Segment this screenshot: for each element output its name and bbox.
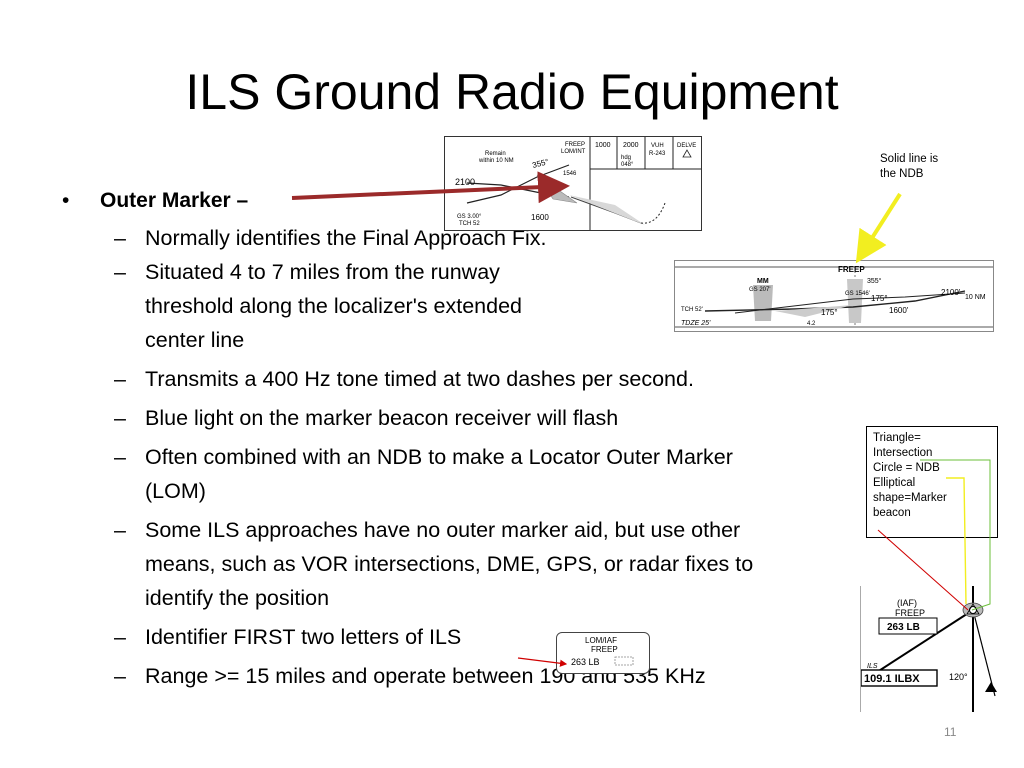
approach-chart-plan-view: Remain within 10 NM 355° 2100 1600 GS 3.…	[444, 136, 702, 231]
svg-text:2000: 2000	[623, 142, 639, 149]
svg-text:TDZE 25': TDZE 25'	[681, 320, 711, 327]
svg-text:109.1 ILBX: 109.1 ILBX	[864, 673, 920, 685]
lom-identifier-box: LOM/IAF FREEP 263 LB	[556, 632, 650, 674]
sub-bullet: –Often combined with an NDB to make a Lo…	[114, 445, 733, 503]
middle-marker-ellipse-icon	[753, 285, 773, 321]
legend-note: Triangle= Intersection Circle = NDB Elli…	[866, 426, 998, 538]
svg-text:FREEP: FREEP	[565, 142, 585, 148]
svg-text:MM: MM	[757, 278, 769, 285]
svg-text:1546: 1546	[563, 171, 577, 177]
arrow-icon	[985, 682, 997, 692]
svg-text:hdg: hdg	[621, 155, 631, 161]
approach-chart-profile-view: FREEP MM GS 207' GS 1546' 355° 175° 2100…	[674, 260, 994, 332]
sub-bullet: –Transmits a 400 Hz tone timed at two da…	[114, 367, 694, 391]
svg-text:4.2: 4.2	[807, 321, 816, 327]
svg-text:2100': 2100'	[941, 288, 961, 297]
svg-text:175°: 175°	[821, 308, 838, 317]
slide-title: ILS Ground Radio Equipment	[185, 64, 839, 120]
sub-bullet: –Range >= 15 miles and operate between 1…	[114, 664, 706, 688]
svg-text:120°: 120°	[949, 672, 968, 682]
svg-text:R-243: R-243	[649, 151, 666, 157]
sub-bullet: –Blue light on the marker beacon receive…	[114, 406, 619, 430]
lom-box-drawing: LOM/IAF FREEP 263 LB	[571, 636, 634, 667]
ndb-arrow	[855, 192, 902, 264]
svg-text:FREEP: FREEP	[838, 265, 865, 274]
page-number: 11	[944, 725, 957, 739]
svg-text:175°: 175°	[871, 294, 888, 303]
svg-text:GS 207': GS 207'	[749, 287, 771, 293]
ndb-note: Solid line is the NDB	[880, 153, 939, 180]
sub-bullet: –Some ILS approaches have no outer marke…	[114, 518, 754, 610]
bullet-list: • Outer Marker – –Normally identifies th…	[62, 186, 862, 693]
svg-text:1000: 1000	[595, 142, 611, 149]
approach-map-excerpt: (IAF) FREEP 263 LB ILS 109.1 ILBX 120°	[860, 586, 1005, 712]
map-drawing: (IAF) FREEP 263 LB ILS 109.1 ILBX 120°	[861, 586, 997, 712]
svg-text:FREEP: FREEP	[895, 608, 925, 618]
svg-text:2100: 2100	[455, 177, 475, 187]
svg-text:1600': 1600'	[889, 306, 909, 315]
svg-text:355°: 355°	[531, 157, 549, 170]
svg-text:TCH 52': TCH 52'	[681, 307, 703, 313]
outer-marker-ellipse-icon	[847, 279, 863, 323]
svg-text:GS 3.00°: GS 3.00°	[457, 214, 482, 220]
svg-text:VUH: VUH	[651, 143, 664, 149]
sub-bullet: –Identifier FIRST two letters of ILS	[114, 625, 462, 649]
svg-text:LOM/INT: LOM/INT	[561, 149, 586, 155]
svg-text:within 10 NM: within 10 NM	[478, 158, 514, 164]
svg-text:048°: 048°	[621, 162, 634, 168]
svg-text:ILS: ILS	[867, 663, 878, 670]
plan-view-drawing: Remain within 10 NM 355° 2100 1600 GS 3.…	[455, 137, 701, 230]
svg-text:263 LB: 263 LB	[887, 622, 920, 633]
bullet-outer-marker-label: Outer Marker –	[100, 189, 249, 212]
svg-text:263 LB: 263 LB	[571, 657, 600, 667]
bullet-dot: •	[62, 189, 70, 212]
svg-text:GS 1546': GS 1546'	[845, 291, 870, 297]
svg-text:DELVE: DELVE	[677, 143, 696, 149]
svg-text:FREEP: FREEP	[591, 645, 618, 654]
svg-text:LOM/IAF: LOM/IAF	[585, 636, 617, 645]
svg-text:Remain: Remain	[485, 151, 506, 157]
svg-text:355°: 355°	[867, 277, 882, 285]
svg-text:TCH 52: TCH 52	[459, 221, 480, 227]
bullet-outer-marker: • Outer Marker –	[62, 186, 862, 216]
svg-text:1600: 1600	[531, 213, 549, 222]
svg-text:10 NM: 10 NM	[965, 294, 986, 301]
profile-view-drawing: FREEP MM GS 207' GS 1546' 355° 175° 2100…	[675, 265, 993, 328]
intersection-triangle-icon	[682, 149, 692, 158]
svg-text:(IAF): (IAF)	[897, 598, 917, 608]
